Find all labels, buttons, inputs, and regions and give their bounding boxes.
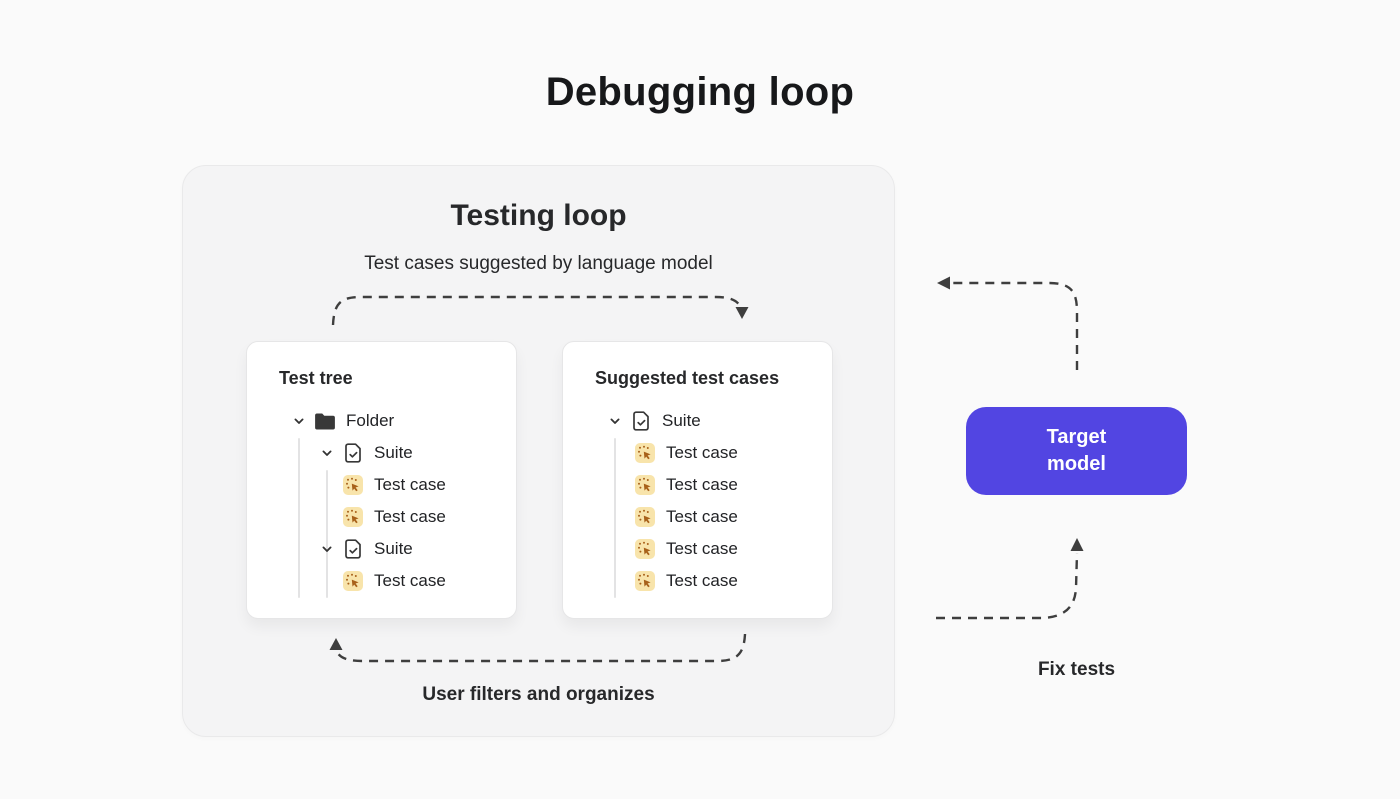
tree-indent-guide — [326, 470, 328, 598]
chevron-down-icon — [319, 541, 335, 557]
chevron-down-icon — [322, 450, 332, 456]
tree-row: Test case — [563, 533, 832, 565]
tree-item-label: Test case — [374, 571, 446, 590]
suggested-card-title: Suggested test cases — [595, 368, 780, 388]
tree-row: Test case — [247, 565, 516, 597]
test-case-icon — [635, 443, 655, 463]
target-model-box: Target model — [966, 407, 1187, 495]
arrow-panel-to-target — [936, 538, 1084, 620]
tree-item-label: Folder — [346, 411, 395, 430]
top-caption: Test cases suggested by language model — [364, 253, 713, 274]
fix-tests-label: Fix tests — [1037, 659, 1116, 680]
chevron-down-icon — [291, 413, 307, 429]
suggested-test-cases-card: Suggested test cases Suite Test case — [562, 341, 833, 619]
target-model-label-line2: model — [1047, 453, 1106, 475]
test-case-icon — [343, 571, 363, 591]
test-case-icon — [343, 475, 363, 495]
suite-icon — [343, 443, 363, 463]
suite-icon — [344, 539, 361, 559]
test-tree-card: Test tree Folder Suite — [246, 341, 517, 619]
tree-row: Test case — [563, 501, 832, 533]
tree-row: Test case — [563, 565, 832, 597]
tree-item-label: Test case — [374, 507, 446, 526]
test-case-icon — [635, 475, 655, 495]
tree-row: Suite — [247, 533, 516, 565]
tree-item-label: Test case — [666, 539, 738, 558]
arrow-target-to-panel — [937, 276, 1079, 370]
suite-icon — [344, 443, 361, 463]
tree-item-label: Suite — [374, 443, 413, 462]
chevron-down-icon — [607, 413, 623, 429]
tree-row: Test case — [563, 437, 832, 469]
tree-item-label: Suite — [662, 411, 701, 430]
suite-icon — [343, 539, 363, 559]
test-case-icon — [343, 571, 363, 591]
chevron-down-icon — [610, 418, 620, 424]
test-case-icon — [635, 571, 655, 591]
tree-row: Test case — [563, 469, 832, 501]
suggested-tree: Suite Test case Test case — [563, 405, 832, 597]
test-case-icon — [343, 507, 363, 527]
tree-indent-guide — [298, 438, 300, 598]
tree-indent-guide — [614, 438, 616, 598]
page-title: Debugging loop — [545, 70, 855, 114]
suite-icon — [631, 411, 651, 431]
chevron-down-icon — [322, 546, 332, 552]
testing-loop-title: Testing loop — [450, 199, 627, 232]
tree-row: Test case — [247, 501, 516, 533]
tree-item-label: Test case — [666, 475, 738, 494]
testing-loop-panel: Testing loop Test cases suggested by lan… — [182, 165, 895, 737]
bottom-caption: User filters and organizes — [422, 684, 655, 705]
test-case-icon — [343, 507, 363, 527]
target-model-label-line1: Target — [1046, 426, 1107, 448]
test-case-icon — [343, 475, 363, 495]
suite-icon — [632, 411, 649, 431]
test-case-icon — [635, 443, 655, 463]
tree-item-label: Test case — [666, 507, 738, 526]
tree-row: Test case — [247, 469, 516, 501]
test-case-icon — [635, 539, 655, 559]
test-case-icon — [635, 507, 655, 527]
tree-item-label: Test case — [374, 475, 446, 494]
chevron-down-icon — [294, 418, 304, 424]
test-tree: Folder Suite Test case — [247, 405, 516, 597]
test-case-icon — [635, 475, 655, 495]
test-case-icon — [635, 539, 655, 559]
folder-icon — [315, 413, 335, 429]
test-tree-card-title: Test tree — [279, 368, 353, 388]
tree-row: Suite — [563, 405, 832, 437]
tree-item-label: Suite — [374, 539, 413, 558]
test-case-icon — [635, 507, 655, 527]
tree-item-label: Test case — [666, 443, 738, 462]
chevron-down-icon — [319, 445, 335, 461]
folder-icon — [315, 411, 335, 431]
test-case-icon — [635, 571, 655, 591]
tree-item-label: Test case — [666, 571, 738, 590]
tree-row: Folder — [247, 405, 516, 437]
tree-row: Suite — [247, 437, 516, 469]
